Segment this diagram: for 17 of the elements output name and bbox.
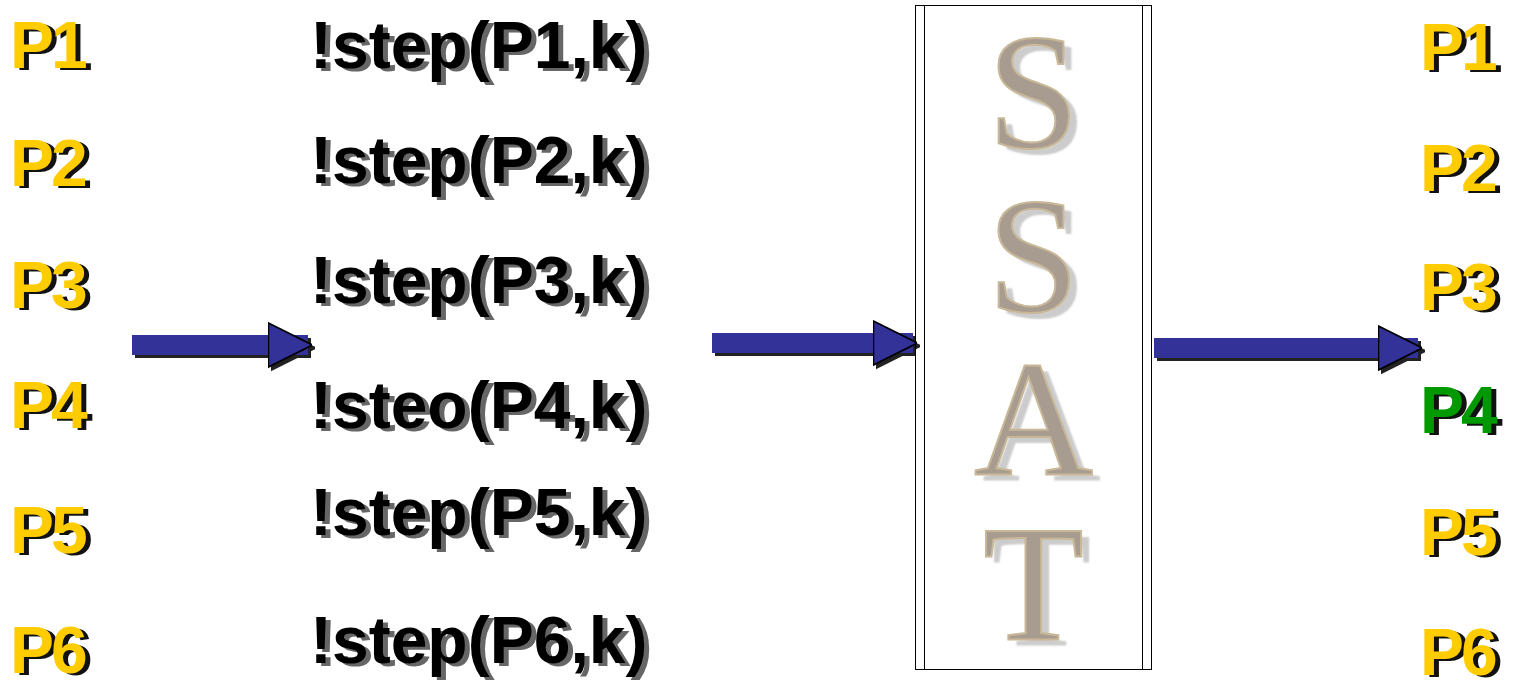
formula-label: !step(P1,k) [310, 10, 648, 80]
formula-label: !step(P2,k) [310, 125, 648, 195]
process-label: P1 [10, 10, 85, 80]
formula-label: !step(P3,k) [310, 245, 648, 315]
process-label: P1 [1420, 12, 1495, 82]
process-label: P6 [1420, 617, 1495, 683]
formula-label: !step(P6,k) [310, 605, 648, 675]
formula-label: !steo(P4,k) [310, 370, 648, 440]
process-label: P3 [1420, 252, 1495, 322]
sat-box [915, 5, 1152, 670]
block-arrow [712, 320, 919, 366]
process-label: P3 [10, 250, 85, 320]
formula-label: !step(P5,k) [310, 477, 648, 547]
block-arrow [132, 322, 314, 368]
vertical-title: SSAT [972, 10, 1095, 666]
block-arrow [1154, 325, 1424, 371]
process-label: P6 [10, 615, 85, 683]
